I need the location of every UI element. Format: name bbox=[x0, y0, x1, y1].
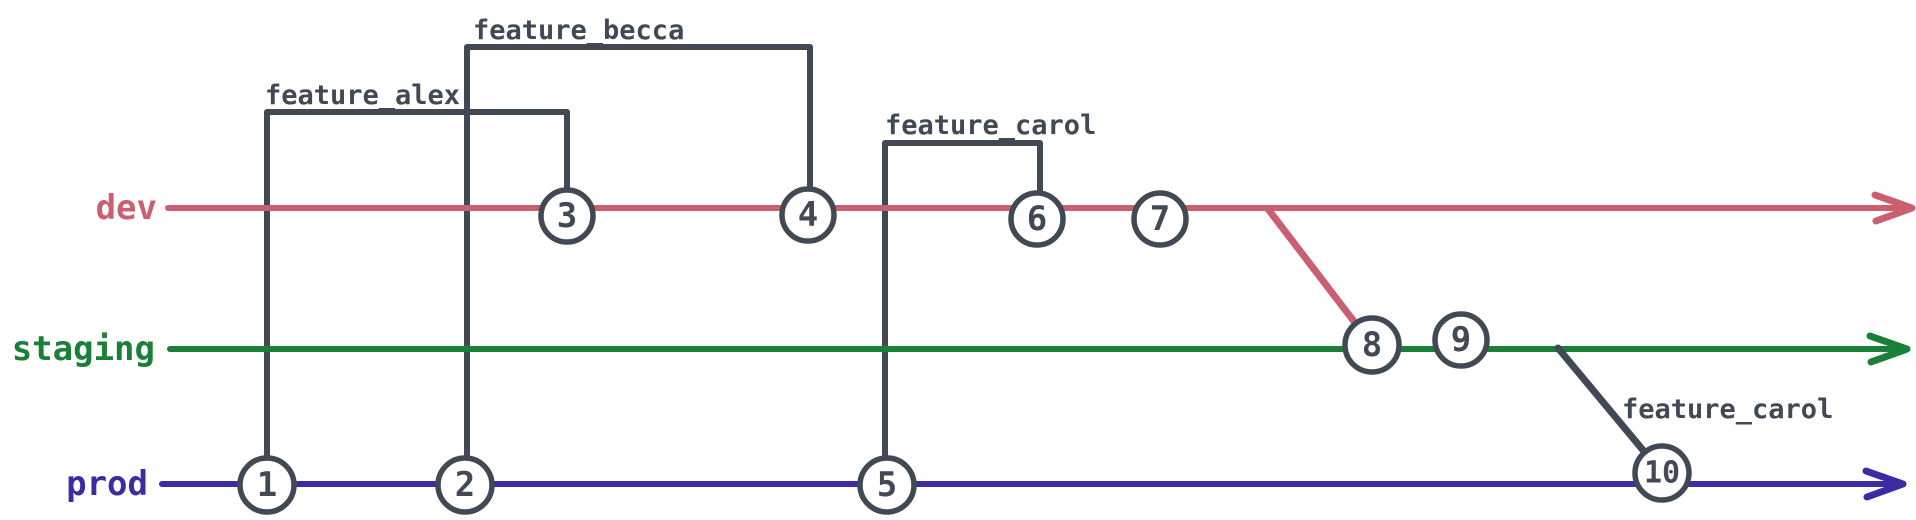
feature-label-feature-becca: feature_becca bbox=[473, 15, 684, 46]
commit-number-8: 8 bbox=[1362, 325, 1382, 365]
commit-node-6 bbox=[1008, 190, 1066, 248]
commit-node-10 bbox=[1632, 443, 1692, 503]
arrowhead-icon-dev bbox=[1871, 191, 1916, 225]
commit-number-5: 5 bbox=[877, 465, 897, 505]
commit-node-3 bbox=[538, 187, 596, 245]
feature-rail-feature-carol bbox=[882, 140, 1043, 460]
commit-number-6: 6 bbox=[1027, 199, 1047, 239]
commit-number-2: 2 bbox=[455, 465, 475, 505]
commit-number-10: 10 bbox=[1644, 456, 1680, 491]
feature-label-feature-carol: feature_carol bbox=[885, 110, 1096, 141]
merge-label-feature-carol: feature_carol bbox=[1622, 394, 1833, 425]
commit-number-9: 9 bbox=[1451, 320, 1471, 360]
feature-label-feature-alex: feature_alex bbox=[265, 80, 460, 111]
feature-rail-feature-becca bbox=[464, 44, 813, 460]
commit-number-1: 1 bbox=[257, 465, 277, 505]
commit-node-4 bbox=[779, 186, 837, 244]
branch-label-dev: dev bbox=[96, 188, 157, 228]
commit-number-4: 4 bbox=[798, 195, 818, 235]
feature-rail-feature-alex bbox=[264, 109, 570, 460]
commit-node-9 bbox=[1432, 311, 1490, 369]
branch-label-prod: prod bbox=[66, 464, 148, 504]
arrowhead-icon-prod bbox=[1862, 467, 1907, 501]
commit-node-7 bbox=[1131, 190, 1189, 248]
arrowhead-icon-staging bbox=[1866, 332, 1911, 366]
commit-node-1 bbox=[237, 455, 297, 515]
commit-number-7: 7 bbox=[1150, 199, 1170, 239]
commit-node-5 bbox=[857, 455, 917, 515]
commit-number-3: 3 bbox=[557, 196, 577, 236]
commit-node-8 bbox=[1342, 315, 1402, 375]
commit-node-2 bbox=[435, 455, 495, 515]
branch-label-staging: staging bbox=[12, 329, 155, 369]
